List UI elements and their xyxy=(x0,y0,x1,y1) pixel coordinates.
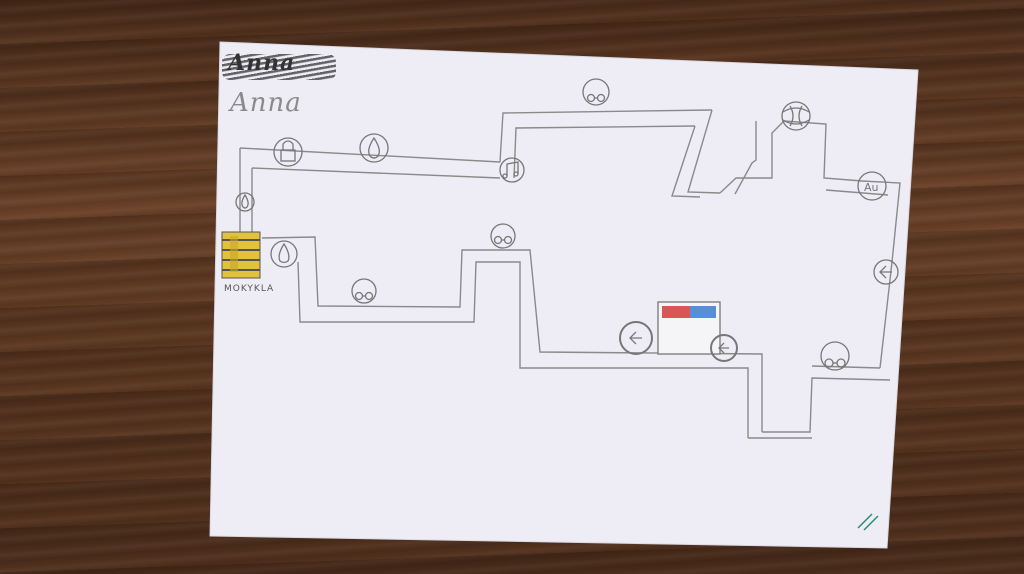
glasses-icon xyxy=(351,278,377,304)
music-icon xyxy=(499,157,525,183)
paper xyxy=(209,41,919,549)
drop-icon xyxy=(270,240,298,268)
zigzag-2 xyxy=(719,120,863,195)
zigzag-1 xyxy=(671,109,721,198)
scribbled-name: Anna xyxy=(228,50,296,76)
globe-icon xyxy=(781,101,811,131)
shop-building xyxy=(657,301,721,355)
au-label: Au xyxy=(864,181,879,194)
pen-marks xyxy=(857,513,879,531)
glasses-icon xyxy=(820,341,850,371)
glasses-icon xyxy=(582,78,610,106)
arrow-icon xyxy=(619,321,653,355)
bottom-right-top xyxy=(811,365,881,369)
drop-icon xyxy=(359,133,389,163)
arrow-icon xyxy=(873,259,899,285)
drop-icon xyxy=(235,192,255,212)
lock-icon xyxy=(273,137,303,167)
right-corridor xyxy=(825,180,901,369)
au-icon xyxy=(857,171,887,201)
bottom-right-corridor xyxy=(748,377,891,439)
top-middle-corridor xyxy=(499,109,713,179)
written-name: Anna xyxy=(230,88,302,118)
arrow-icon xyxy=(710,334,738,362)
glasses-icon xyxy=(490,223,516,249)
name-scribble xyxy=(222,54,336,80)
school-label: MOKYKLA xyxy=(224,284,275,294)
left-corridor xyxy=(239,148,253,232)
school-building xyxy=(221,231,261,279)
